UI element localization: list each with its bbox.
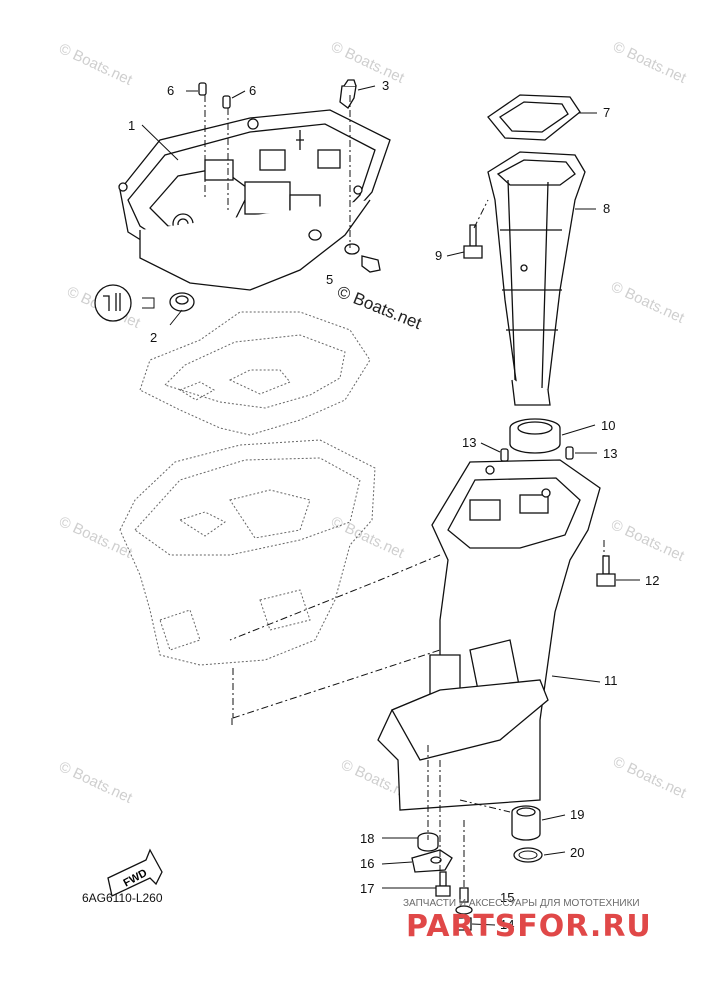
callout-19: 19 [570, 807, 584, 822]
copyright-caption: © Boats.net [335, 282, 425, 333]
bolt-17-part [435, 871, 451, 897]
leader-lines [141, 85, 640, 926]
callout-12: 12 [645, 573, 659, 588]
callouts: 1 2 3 5 6 6 7 8 9 10 11 12 13 13 14 15 1… [128, 78, 659, 932]
fwd-arrow-icon: FWD [107, 848, 163, 897]
clip-20-part [513, 847, 543, 863]
callout-20: 20 [570, 845, 584, 860]
callout-18: 18 [360, 831, 374, 846]
gasket-small-part [487, 94, 581, 141]
oil-seal-part [94, 284, 195, 322]
watermark: © Boats.net [608, 278, 687, 327]
callout-16: 16 [360, 856, 374, 871]
watermark: © Boats.net [610, 753, 689, 802]
seal-ring-part [509, 418, 561, 454]
watermark: © Boats.net [328, 513, 407, 562]
callout-9: 9 [435, 248, 442, 263]
dowel-pins-part [198, 82, 231, 109]
bolt-washer-part [344, 243, 381, 273]
bolt-14-part [455, 887, 473, 931]
assembly-lines [204, 95, 605, 888]
brand-tagline: ЗАПЧАСТИ И АКСЕССУАРЫ ДЛЯ МОТОТЕХНИКИ [403, 898, 640, 909]
watermark: © Boats.net [610, 38, 689, 87]
callout-7: 7 [603, 105, 610, 120]
callout-5: 5 [326, 272, 333, 287]
callout-15: 15 [500, 890, 514, 905]
callout-14: 14 [500, 917, 514, 932]
watermark: © Boats.net [328, 38, 407, 87]
upper-case-part [377, 459, 601, 811]
callout-10: 10 [601, 418, 615, 433]
diagram-code: 6AG6110-L260 [82, 891, 163, 905]
callout-13: 13 [462, 435, 476, 450]
gasket-16-part [411, 849, 453, 873]
bolt-12-part [596, 555, 616, 587]
exhaust-guide-ghost [119, 439, 376, 666]
exhaust-guide-part [487, 151, 586, 406]
upper-casing-part [118, 109, 391, 291]
callout-6: 6 [249, 83, 256, 98]
watermark: © Boats.net [608, 516, 687, 565]
callout-6: 6 [167, 83, 174, 98]
callout-1: 1 [128, 118, 135, 133]
watermark: © Boats.net [56, 40, 135, 89]
callout-3: 3 [382, 78, 389, 93]
partsfor-logo: ЗАПЧАСТИ И АКСЕССУАРЫ ДЛЯ МОТОТЕХНИКИ PA… [403, 898, 652, 944]
callout-8: 8 [603, 201, 610, 216]
plug-part [339, 79, 357, 109]
brand-logo-text: PARTSFOR.RU [406, 909, 652, 944]
callout-13: 13 [603, 446, 617, 461]
bolt-9-part [463, 224, 483, 259]
callout-17: 17 [360, 881, 374, 896]
callout-11: 11 [604, 673, 618, 688]
pins-13-part [500, 446, 574, 462]
callout-2: 2 [150, 330, 157, 345]
gasket-part [139, 311, 371, 436]
watermark: © Boats.net [56, 758, 135, 807]
grommet-19-part [511, 805, 541, 841]
